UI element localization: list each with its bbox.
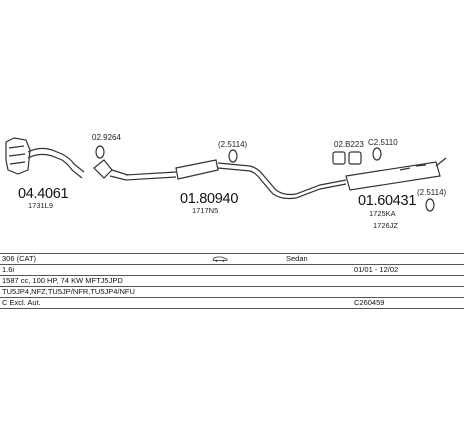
part-code-label: 1726JZ — [373, 221, 398, 230]
part-number-label: 01.80940 — [180, 191, 238, 207]
rear-silencer-part[interactable] — [345, 157, 447, 191]
reference-cell: C260459 — [354, 298, 385, 307]
rear-hanger-part[interactable] — [425, 198, 435, 212]
table-row: 306 (CAT) Sedan — [0, 253, 464, 264]
part-number-label: 01.60431 — [358, 193, 416, 209]
hanger-part[interactable] — [228, 149, 238, 163]
note-cell: C Excl. Aut. — [2, 298, 41, 307]
rear-clamp-part[interactable] — [372, 147, 382, 161]
part-number-label: 04.4061 — [18, 186, 69, 202]
exhaust-diagram: 04.4061 1731L9 02.9264 01.80940 1717N5 (… — [5, 133, 447, 230]
part-code-label: C2.5110 — [368, 138, 398, 147]
table-row: C Excl. Aut. C260459 — [0, 297, 464, 309]
table-row: 1.6i 01/01 - 12/02 — [0, 264, 464, 275]
vehicle-info-table: 306 (CAT) Sedan 1.6i 01/01 - 12/02 1587 … — [0, 253, 464, 309]
engine-codes-cell: TU5JP4,NFZ,TU5JP/NFR,TU5JP4/NFU — [2, 287, 135, 296]
spec-cell: 1587 cc, 100 HP, 74 KW MFTJ5JPD — [2, 276, 123, 285]
front-pipe-catalyst-part[interactable] — [5, 137, 85, 179]
part-number-label: 02.9264 — [92, 133, 121, 142]
car-side-icon — [212, 255, 228, 262]
middle-silencer-part[interactable] — [125, 159, 347, 200]
clamp-part[interactable] — [95, 145, 105, 159]
mounting-rubber-part[interactable] — [332, 151, 362, 165]
part-code-label: 1725KA — [369, 209, 396, 218]
part-code-label: (2.5114) — [417, 188, 447, 197]
table-row: 1587 cc, 100 HP, 74 KW MFTJ5JPD — [0, 275, 464, 286]
part-code-label: 1731L9 — [28, 201, 53, 210]
part-code-label: 1717N5 — [192, 206, 218, 215]
body-type-cell: Sedan — [286, 254, 308, 263]
part-code-label: 02.B223 — [334, 140, 364, 149]
table-row: TU5JP4,NFZ,TU5JP/NFR,TU5JP4/NFU — [0, 286, 464, 297]
intermediate-joint-part[interactable] — [93, 159, 129, 181]
part-code-label: (2.5114) — [218, 140, 248, 149]
engine-cell: 1.6i — [2, 265, 15, 274]
date-range-cell: 01/01 - 12/02 — [354, 265, 399, 274]
model-cell: 306 (CAT) — [2, 254, 37, 263]
